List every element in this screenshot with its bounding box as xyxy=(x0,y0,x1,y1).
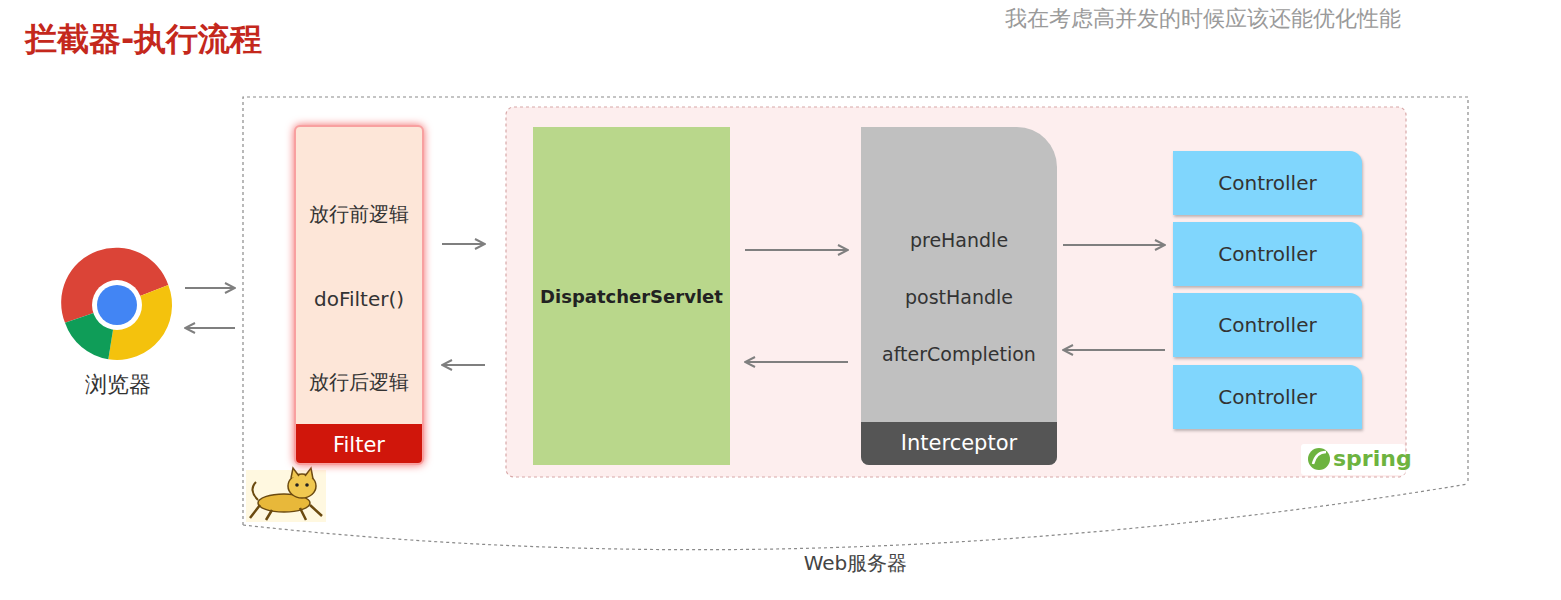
controller-box: Controller xyxy=(1173,293,1362,357)
box-text: doFilter() xyxy=(296,285,422,313)
web-server-bracket xyxy=(243,484,1468,550)
filter-box: 放行前逻辑 doFilter() 放行后逻辑 Filter xyxy=(294,125,424,465)
flow-arrow xyxy=(442,243,485,245)
flow-arrow xyxy=(442,364,485,366)
flow-arrow xyxy=(745,361,848,363)
subtitle-watermark: 我在考虑高并发的时候应该还能优化性能 xyxy=(1005,4,1401,34)
spring-logo-leaf-mark xyxy=(1313,452,1326,464)
spring-region xyxy=(506,107,1406,477)
box-text: Controller xyxy=(1173,168,1362,198)
interceptor-box: preHandle postHandle afterCompletionInterc… xyxy=(861,127,1057,465)
flow-arrow xyxy=(745,249,848,251)
browser-node: 浏览器 xyxy=(53,248,182,398)
flow-arrow xyxy=(185,327,235,329)
box-header: Interceptor xyxy=(861,422,1057,465)
controller-box: Controller xyxy=(1173,365,1362,429)
spring-region: spring DispatcherServlet preHandle postHand… xyxy=(506,107,1406,477)
box-text: Controller xyxy=(1173,382,1362,412)
controller-box: Controller xyxy=(1173,151,1362,215)
dispatcher-servlet-box: DispatcherServlet xyxy=(533,127,730,465)
box-text: 放行前逻辑 xyxy=(296,200,422,228)
box-text: spring xyxy=(1333,445,1405,473)
box-text: preHandle xyxy=(861,226,1057,254)
spring-logo-ground xyxy=(1301,444,1405,475)
slide-title: 拦截器-执行流程 xyxy=(25,18,262,62)
box-text: 放行后逻辑 xyxy=(296,368,422,396)
spring-logo-leaf xyxy=(1308,448,1330,470)
box-header: Filter xyxy=(296,424,422,466)
box-text: postHandle xyxy=(861,283,1057,311)
chrome-icon xyxy=(61,248,172,360)
box-text: Web服务器 xyxy=(243,550,1468,576)
controller-box: Controller xyxy=(1173,222,1362,286)
web-server-region: Web服务器 放行前逻辑 doFilter() 放行后逻辑 Filter spring Di… xyxy=(243,97,1468,577)
flow-arrow xyxy=(1063,349,1165,351)
box-text: Controller xyxy=(1173,239,1362,269)
flow-arrow xyxy=(185,287,235,289)
box-text: DispatcherServlet xyxy=(533,283,730,311)
flow-arrow xyxy=(1063,244,1165,246)
box-text: afterCompletion xyxy=(861,340,1057,368)
web-server-outline xyxy=(243,97,1468,525)
tomcat-icon xyxy=(246,468,326,522)
box-text: Controller xyxy=(1173,310,1362,340)
box-text: 浏览器 xyxy=(53,370,182,400)
